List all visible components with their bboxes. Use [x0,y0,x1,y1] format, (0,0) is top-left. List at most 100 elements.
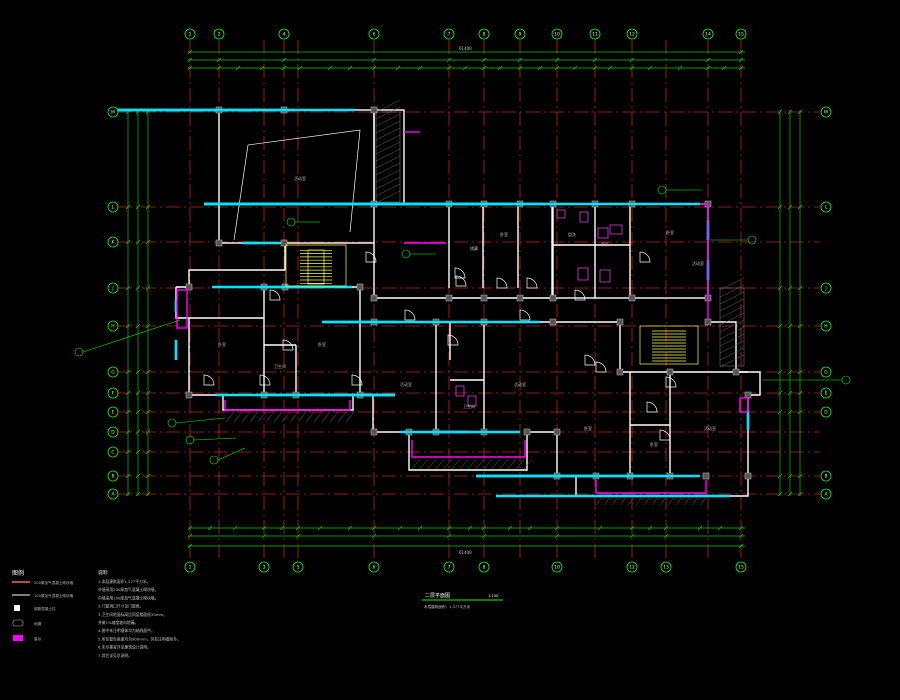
svg-text:12: 12 [629,565,635,571]
axis-bubble: D [820,406,832,418]
legend-item: 地漏 [34,621,42,626]
svg-text:B: B [111,474,114,480]
room-label: 卧室 [318,341,326,347]
axis-bubble: E [820,387,832,399]
axis-bubble: 13 [660,561,672,573]
axis-bubble: H [107,320,119,332]
axis-bubble: 12 [626,28,638,40]
svg-text:1: 1 [189,565,192,571]
stairs [285,244,699,365]
note-line: 外墙采用200厚加气混凝土砌块墙， [98,587,158,592]
svg-text:L: L [112,205,115,211]
axis-bubble: E [107,406,119,418]
axis-bubble: M [820,106,832,118]
column-swatch [14,605,20,611]
svg-text:M: M [111,110,115,116]
svg-text:G: G [824,370,828,376]
axis-bubble: 9 [514,28,526,40]
svg-text:10: 10 [554,32,560,38]
note-line: 2.门窗洞口尺寸见门窗表。 [98,604,143,609]
axis-bubble: 11 [589,28,601,40]
svg-text:M: M [824,110,828,116]
svg-text:J: J [824,286,826,292]
axis-bubble: G [820,366,832,378]
annotation-callouts [74,185,851,465]
svg-text:H: H [824,324,827,330]
total-dimension: 61400 [459,46,472,51]
axis-bubble: 15 [735,561,747,573]
legend: 图例 200厚加气混凝土砌块墙 100厚加气混凝土砌块墙 钢筋混凝土柱 地漏 窗… [12,569,74,641]
axis-bubble: A [107,488,119,500]
bathroom-fixtures [455,209,623,407]
total-dimension: 61400 [459,550,472,555]
svg-text:G: G [111,370,115,376]
axis-bubble: 10 [551,561,563,573]
windows [110,108,750,498]
axis-bubble: C [107,446,119,458]
svg-text:7: 7 [448,565,451,571]
axis-bubble: 1 [184,28,196,40]
axis-bubble: L [820,201,832,213]
note-line: 6.未尽事宜详见建筑设计说明。 [98,645,151,650]
legend-title: 图例 [12,569,24,577]
axis-bubble: 7 [443,28,455,40]
axis-bubble: 12 [626,561,638,573]
svg-text:13: 13 [663,565,669,571]
svg-text:3: 3 [263,565,266,571]
axis-bubble: 10 [551,28,563,40]
note-line: 7.其它详见总说明。 [98,653,132,658]
room-label: 卫生间 [463,403,475,409]
svg-text:J: J [111,286,113,292]
note-line: 1.本层建筑面积1,377平方米。 [98,579,150,584]
axis-bubble: B [820,470,832,482]
room-label: 活动室 [692,260,704,266]
room-label: 活动室 [704,425,716,431]
axis-bubble: 6 [368,28,380,40]
axis-bubble: F [107,387,119,399]
room-label: 卧室 [584,425,592,431]
drawing-subtitle: 本层建筑面积：1,377平方米 [424,604,471,609]
svg-text:E: E [825,391,828,397]
axis-bubble: L [107,201,119,213]
room-label: 活动室 [400,381,412,387]
legend-item: 200厚加气混凝土砌块墙 [34,580,74,585]
room-label: 卧室 [666,229,674,235]
room-label: 活动室 [294,175,306,181]
svg-text:A: A [111,492,115,498]
svg-text:15: 15 [738,565,744,571]
windowsill-swatch [13,635,23,641]
axis-bubble: 3 [258,561,270,573]
svg-text:C: C [111,450,114,456]
axis-bubble: A [820,488,832,500]
svg-text:D: D [824,410,828,416]
svg-text:8: 8 [483,32,486,38]
axis-bubble: 7 [443,561,455,573]
dimension-lines [125,49,803,549]
axis-bubble: 2 [213,28,225,40]
axis-bubble: H [820,320,832,332]
svg-text:15: 15 [738,32,744,38]
svg-text:12: 12 [629,32,635,38]
svg-text:B: B [824,474,827,480]
svg-text:9: 9 [519,32,522,38]
drawing-title-block: 二层平面图 1:100 本层建筑面积：1,377平方米 [422,593,503,609]
room-label: 卧室 [218,341,226,347]
svg-text:7: 7 [448,32,451,38]
axis-bubble: D [107,426,119,438]
note-line: 4.图中未注明墙体均为轴线居中。 [98,628,155,633]
room-label: 储藏 [470,245,478,251]
legend-item: 钢筋混凝土柱 [34,606,56,611]
notes-title: 说明： [98,569,111,576]
svg-text:11: 11 [592,32,598,38]
axis-bubble: 14 [702,28,714,40]
dimension-labels: 61400 61400 [459,46,472,555]
svg-text:H: H [111,324,114,330]
svg-text:F: F [112,391,115,397]
notes-block: 说明： 1.本层建筑面积1,377平方米。 外墙采用200厚加气混凝土砌块墙， … [98,569,181,658]
note-line: 内墙采用100厚加气混凝土砌块墙。 [98,595,158,600]
room-label: 卫生间 [274,363,286,369]
axis-bubble: K [107,236,119,248]
drawing-scale: 1:100 [488,594,499,598]
svg-text:10: 10 [554,565,560,571]
